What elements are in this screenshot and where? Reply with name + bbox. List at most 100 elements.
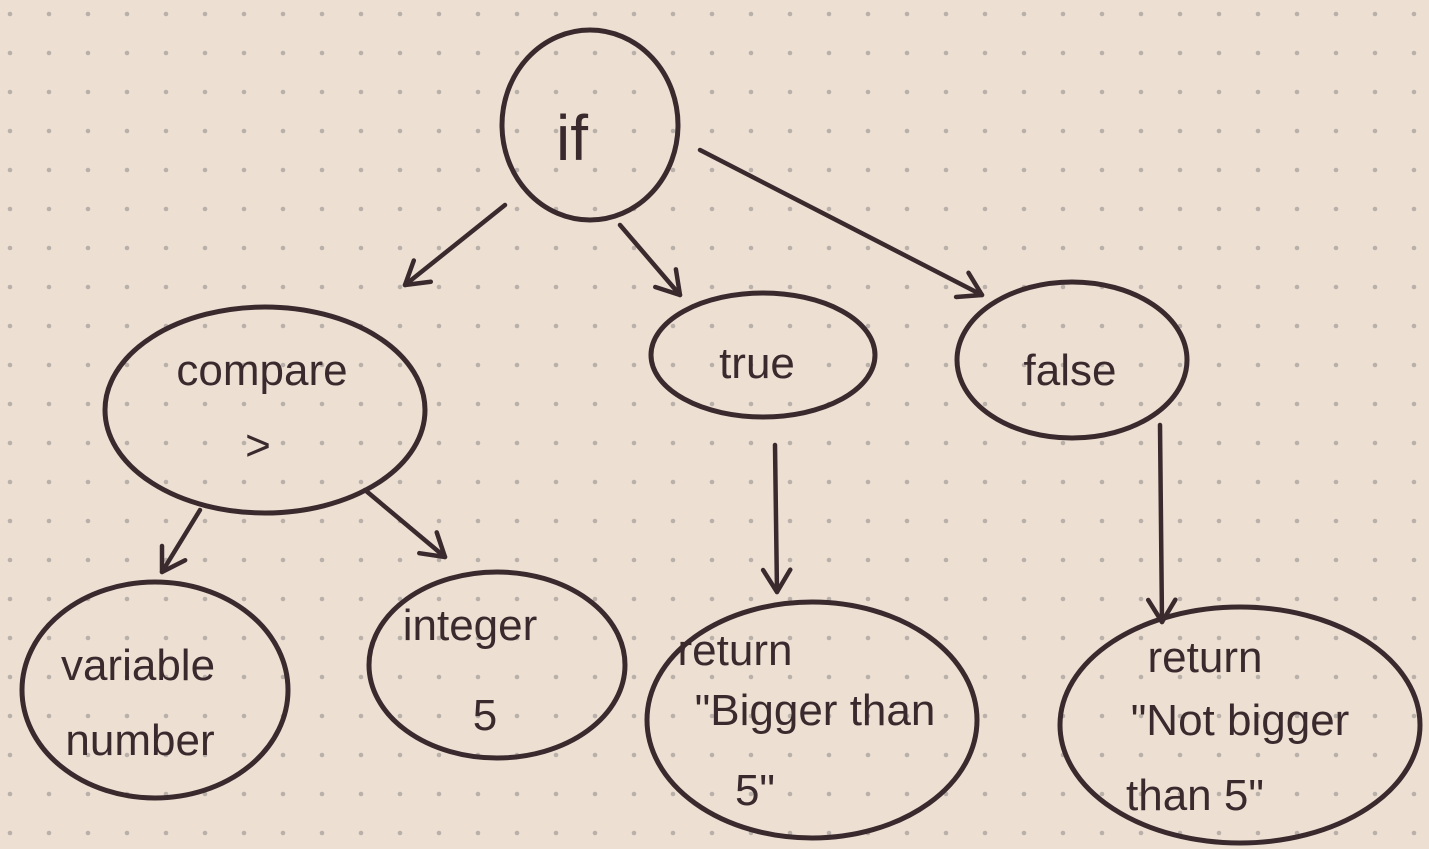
grid-dot <box>592 11 598 17</box>
grid-dot <box>163 713 169 719</box>
grid-dot <box>124 284 130 290</box>
grid-dot <box>865 284 871 290</box>
grid-dot <box>1177 596 1183 602</box>
grid-dot <box>1177 518 1183 524</box>
grid-dot <box>631 11 637 17</box>
grid-dot <box>1411 830 1417 836</box>
grid-dot <box>7 89 13 95</box>
grid-dot <box>748 89 754 95</box>
grid-dot <box>1216 557 1222 563</box>
grid-dot <box>592 752 598 758</box>
grid-dot <box>202 362 208 368</box>
node-outline <box>954 279 1190 441</box>
grid-dot <box>280 50 286 56</box>
grid-dot <box>904 557 910 563</box>
grid-dot <box>943 362 949 368</box>
grid-dot <box>1099 635 1105 641</box>
grid-dot <box>202 11 208 17</box>
grid-dot <box>1372 89 1378 95</box>
grid-dot <box>943 674 949 680</box>
grid-dot <box>319 830 325 836</box>
grid-dot <box>124 401 130 407</box>
grid-dot <box>436 50 442 56</box>
grid-dot <box>514 401 520 407</box>
grid-dot <box>1333 830 1339 836</box>
grid-dot <box>124 557 130 563</box>
grid-dot <box>319 557 325 563</box>
grid-dot <box>7 245 13 251</box>
node-outline <box>648 290 878 420</box>
grid-dot <box>670 635 676 641</box>
grid-dot <box>1333 557 1339 563</box>
grid-dot <box>1294 440 1300 446</box>
grid-dot <box>514 323 520 329</box>
grid-dot <box>1333 674 1339 680</box>
grid-dot <box>1138 323 1144 329</box>
grid-dot <box>748 245 754 251</box>
grid-dot <box>319 713 325 719</box>
grid-dot <box>397 362 403 368</box>
grid-dot <box>670 323 676 329</box>
grid-dot <box>1294 713 1300 719</box>
grid-dot <box>1411 11 1417 17</box>
grid-dot <box>7 752 13 758</box>
grid-dot <box>709 440 715 446</box>
grid-dot <box>475 557 481 563</box>
grid-dot <box>1411 518 1417 524</box>
grid-dot <box>358 440 364 446</box>
grid-dot <box>7 128 13 134</box>
grid-dot <box>1021 713 1027 719</box>
grid-dot <box>7 206 13 212</box>
grid-dot <box>670 50 676 56</box>
grid-dot <box>397 11 403 17</box>
grid-dot <box>7 50 13 56</box>
grid-dot <box>592 713 598 719</box>
grid-dot <box>631 635 637 641</box>
edge-line <box>697 147 985 298</box>
grid-dot <box>241 128 247 134</box>
grid-dot <box>904 11 910 17</box>
grid-dot <box>1021 518 1027 524</box>
grid-dot <box>46 362 52 368</box>
grid-dot <box>1216 284 1222 290</box>
grid-dot <box>1255 89 1261 95</box>
grid-dot <box>1372 362 1378 368</box>
grid-dot <box>592 518 598 524</box>
grid-dot <box>943 635 949 641</box>
grid-dot <box>1255 206 1261 212</box>
grid-dot <box>202 89 208 95</box>
grid-dot <box>709 674 715 680</box>
grid-dot <box>982 11 988 17</box>
grid-dot <box>514 362 520 368</box>
grid-dot <box>1333 752 1339 758</box>
grid-dot <box>319 674 325 680</box>
grid-dot <box>1216 479 1222 485</box>
grid-dot <box>592 674 598 680</box>
grid-dot <box>1060 596 1066 602</box>
grid-dot <box>1021 167 1027 173</box>
grid-dot <box>631 596 637 602</box>
grid-dot <box>670 440 676 446</box>
grid-dot <box>46 518 52 524</box>
grid-dot <box>1216 518 1222 524</box>
grid-dot <box>1060 167 1066 173</box>
grid-dot <box>85 557 91 563</box>
grid-dot <box>787 206 793 212</box>
grid-dot <box>748 167 754 173</box>
grid-dot <box>1294 401 1300 407</box>
grid-dot <box>1099 791 1105 797</box>
grid-dot <box>787 89 793 95</box>
grid-dot <box>553 362 559 368</box>
grid-dot <box>748 284 754 290</box>
grid-dot <box>358 401 364 407</box>
grid-dot <box>1372 674 1378 680</box>
grid-dot <box>982 557 988 563</box>
grid-dot <box>826 245 832 251</box>
grid-dot <box>85 323 91 329</box>
grid-dot <box>85 362 91 368</box>
grid-dot <box>1060 206 1066 212</box>
node-label: "Bigger than <box>695 686 936 735</box>
node-if: if <box>499 27 681 223</box>
grid-dot <box>904 518 910 524</box>
grid-dot <box>904 284 910 290</box>
